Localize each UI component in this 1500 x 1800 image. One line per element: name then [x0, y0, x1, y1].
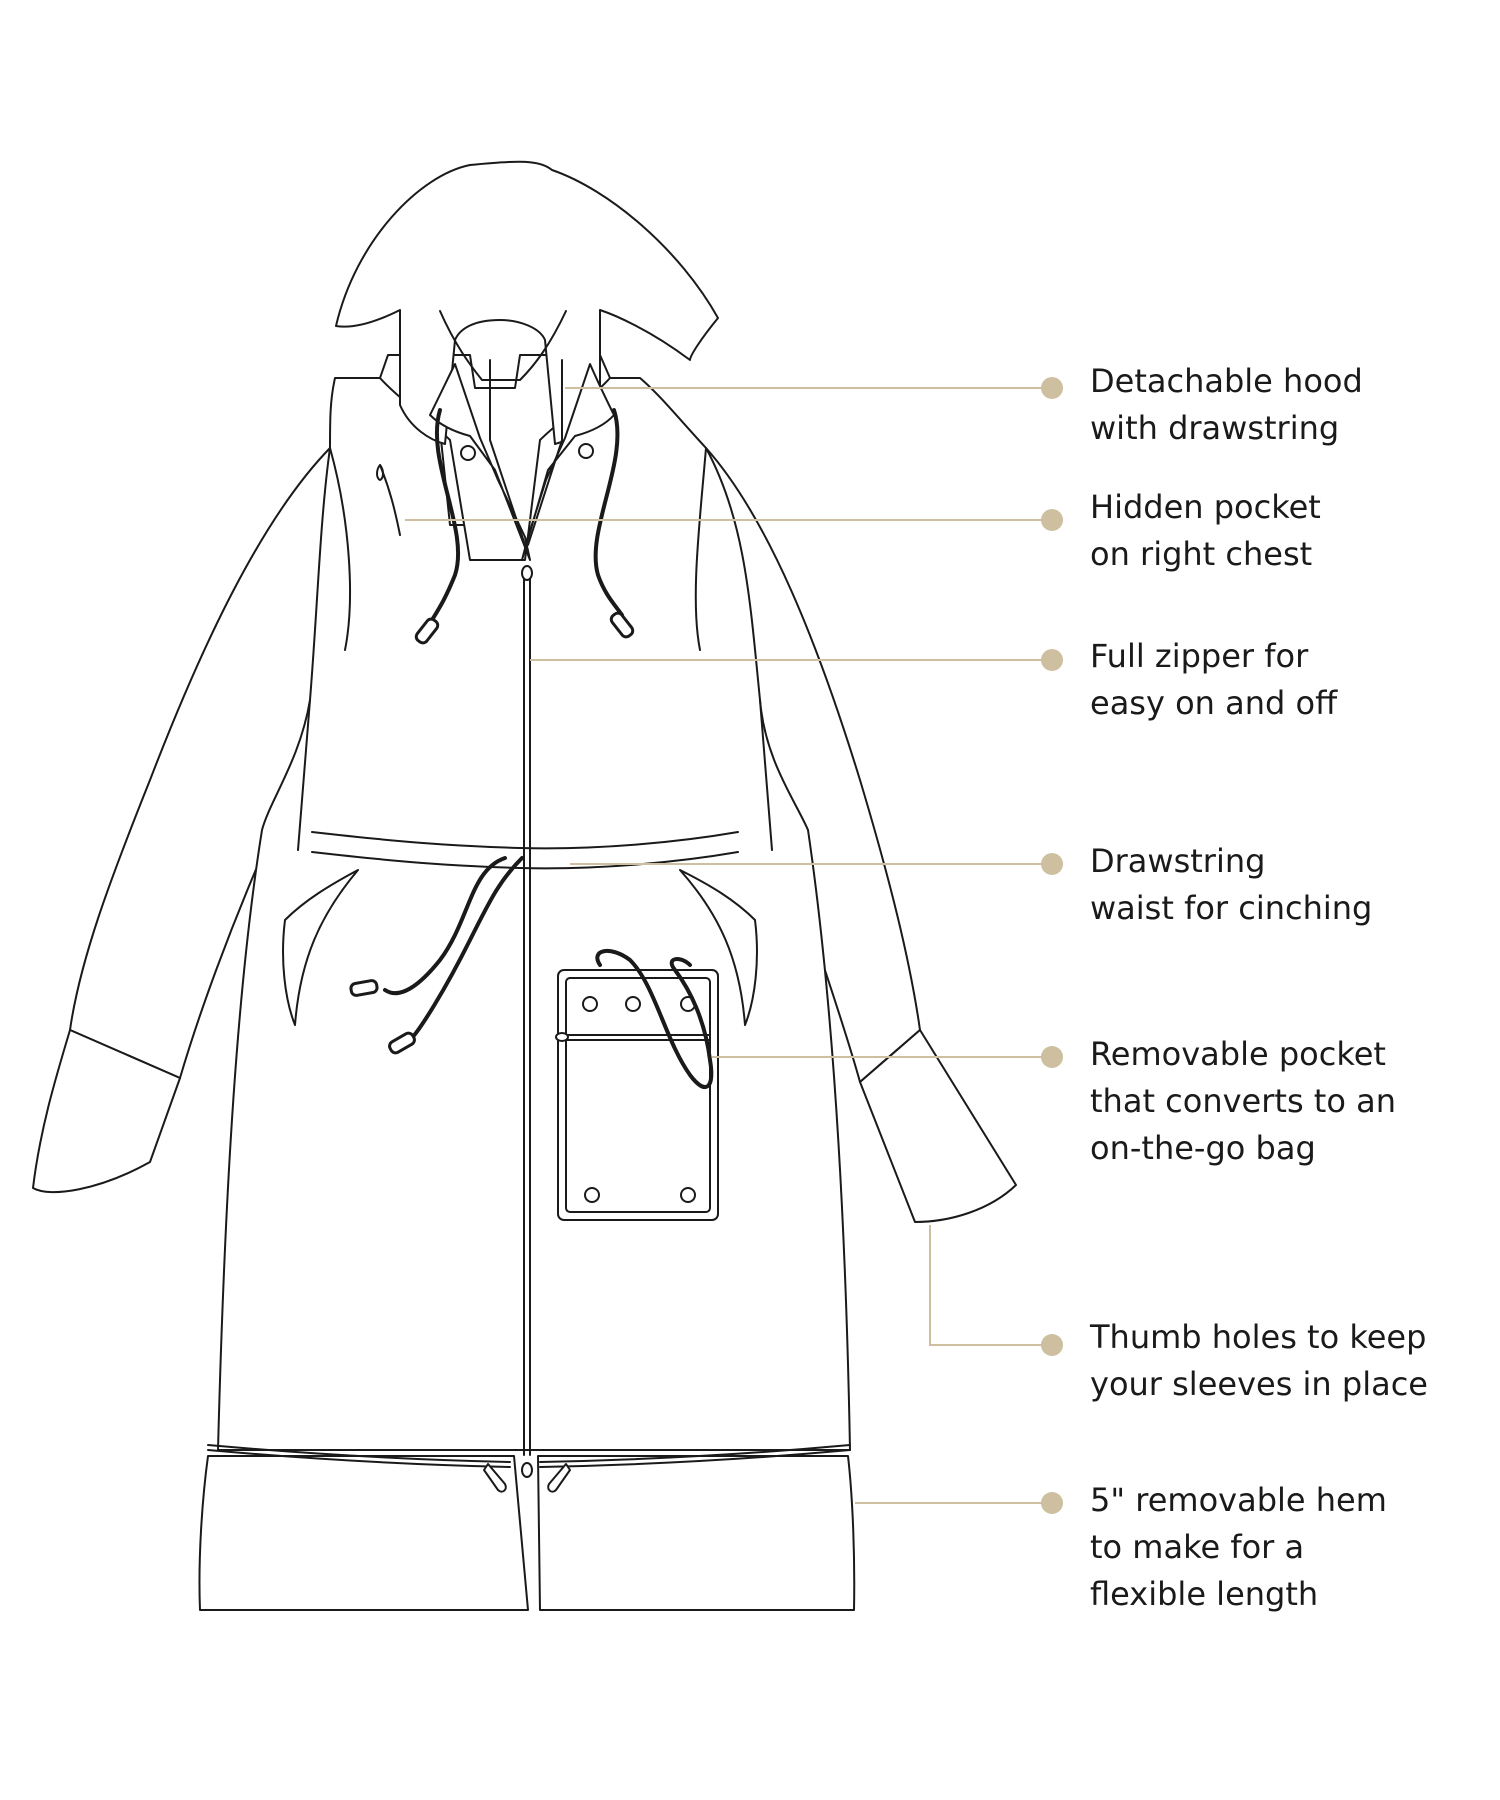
callout-dot	[1041, 377, 1063, 399]
callout-dot	[1041, 1334, 1063, 1356]
leader-lines	[405, 387, 1048, 1504]
callout-line: easy on and off	[1090, 684, 1338, 722]
hem-panel-left	[198, 1455, 529, 1611]
hem-panel-right	[537, 1455, 856, 1611]
callout-line: Detachable hood	[1090, 362, 1363, 400]
cord-stoppers	[349, 611, 635, 1055]
hood-drawstring-left	[430, 408, 461, 622]
waist-drawstring-left	[383, 856, 507, 996]
left-cuff	[32, 1029, 181, 1194]
callout-line: to make for a	[1090, 1528, 1305, 1566]
arm-seam-left	[329, 447, 351, 651]
callout-line: flexible length	[1090, 1575, 1319, 1613]
hem-zipper-pull-left	[483, 1463, 507, 1493]
leader-line-thumb-holes	[929, 1225, 1048, 1346]
cord-stopper	[349, 979, 379, 997]
hem-zipper-pull-right	[547, 1463, 571, 1493]
callout-dot	[1041, 1492, 1063, 1514]
removable-pocket-inner	[565, 977, 711, 1213]
callout-removable-pocket: Removable pocket that converts to an on-…	[1090, 1031, 1490, 1172]
callout-line: on-the-go bag	[1090, 1129, 1316, 1167]
callout-detachable-hood: Detachable hood with drawstring	[1090, 358, 1490, 452]
collar-snap-right	[578, 443, 594, 459]
pocket-snap	[680, 1187, 696, 1203]
callout-line: with drawstring	[1090, 409, 1340, 447]
pocket-snap	[584, 1187, 600, 1203]
callout-line: Drawstring	[1090, 842, 1266, 880]
callout-full-zipper: Full zipper for easy on and off	[1090, 633, 1490, 727]
hem-zipper-right-2	[539, 1449, 851, 1468]
pocket-zipper-pull	[555, 1032, 569, 1042]
callout-dot	[1041, 509, 1063, 531]
pocket-snap	[625, 996, 641, 1012]
collar-flap-right	[521, 363, 615, 561]
callout-line: Removable pocket	[1090, 1035, 1386, 1073]
callout-line: Hidden pocket	[1090, 488, 1321, 526]
zipper-collar-left	[489, 359, 526, 546]
callout-dot	[1041, 853, 1063, 875]
hidden-pocket-tab	[376, 464, 384, 481]
hem-zipper-right	[539, 1444, 851, 1463]
waist-band	[311, 831, 739, 850]
callout-line: waist for cinching	[1090, 889, 1373, 927]
pocket-snap	[582, 996, 598, 1012]
cord-stopper	[609, 611, 635, 639]
callout-drawstring-waist: Drawstring waist for cinching	[1090, 838, 1490, 932]
hood	[335, 160, 719, 445]
waist-band-lower	[311, 851, 739, 870]
callout-line: your sleeves in place	[1090, 1365, 1428, 1403]
hem-zipper-left-2	[207, 1449, 511, 1468]
callout-line: Thumb holes to keep	[1090, 1318, 1427, 1356]
coat-illustration	[32, 160, 1017, 1611]
side-pocket-left	[282, 869, 359, 1026]
zipper-collar-right	[527, 359, 563, 546]
hood-opening	[439, 310, 567, 381]
callout-dots	[1041, 377, 1063, 1514]
arm-seam-right	[694, 447, 707, 651]
callout-dot	[1041, 1046, 1063, 1068]
callout-line: Full zipper for	[1090, 637, 1309, 675]
callout-thumb-holes: Thumb holes to keep your sleeves in plac…	[1090, 1314, 1490, 1408]
cord-stopper	[388, 1031, 416, 1055]
hood-drawstring-right	[593, 408, 624, 617]
callout-hidden-pocket: Hidden pocket on right chest	[1090, 484, 1490, 578]
right-cuff	[859, 1029, 1017, 1223]
collar-snap-left	[460, 445, 476, 461]
callout-line: 5" removable hem	[1090, 1481, 1387, 1519]
hem-zipper-left	[207, 1444, 511, 1463]
drawstrings	[383, 408, 714, 1089]
pocket-drawstring	[595, 949, 714, 1089]
cord-stopper	[414, 617, 440, 645]
body-seam-left	[297, 699, 311, 851]
body-seam-right	[759, 699, 773, 851]
callout-line: that converts to an	[1090, 1082, 1396, 1120]
callout-line: on right chest	[1090, 535, 1313, 573]
callout-removable-hem: 5" removable hem to make for a flexible …	[1090, 1477, 1490, 1618]
callout-dot	[1041, 649, 1063, 671]
waist-drawstring-right	[408, 856, 524, 1042]
side-pocket-right	[679, 869, 758, 1026]
zipper-pull-bottom	[521, 1462, 533, 1478]
zipper-pull-top	[521, 565, 533, 581]
